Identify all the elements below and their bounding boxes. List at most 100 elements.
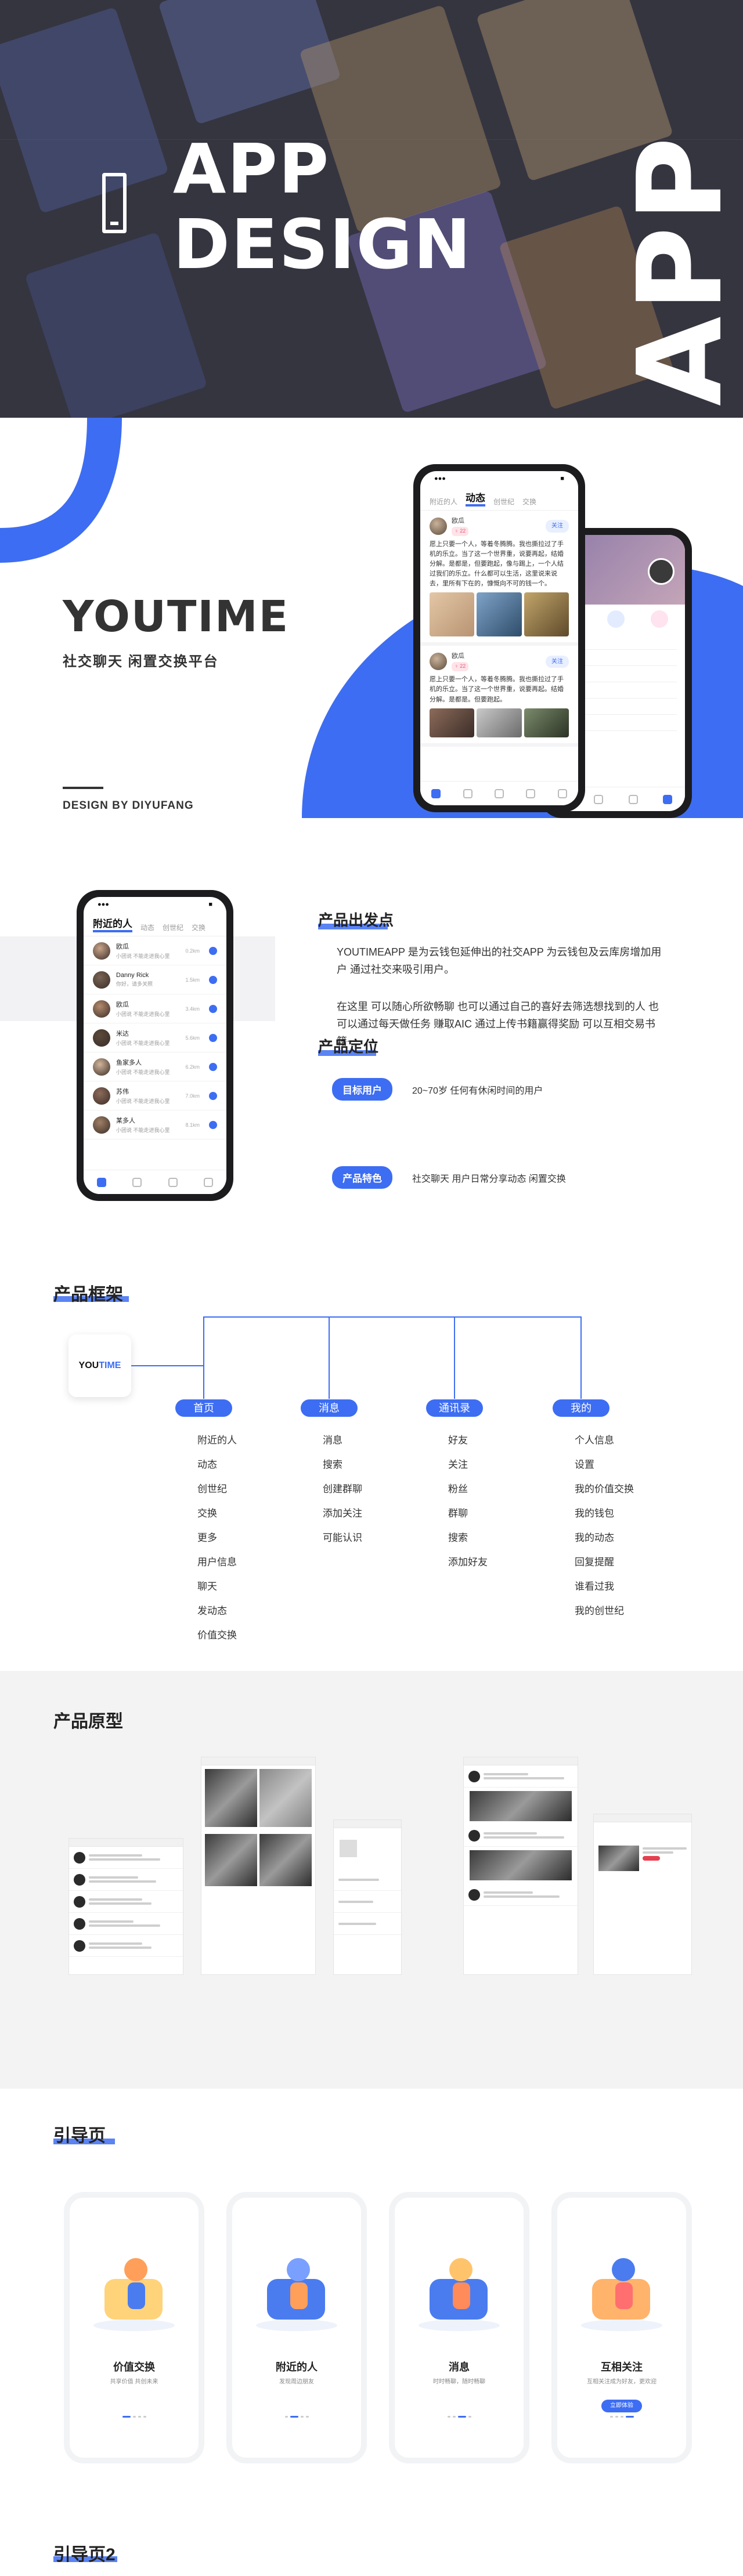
chat-icon[interactable] [209, 1120, 217, 1129]
page-dot[interactable] [290, 2416, 298, 2418]
start-button[interactable]: 立即体验 [601, 2400, 642, 2412]
list-item[interactable] [555, 634, 677, 650]
chat-icon[interactable] [209, 975, 217, 984]
message-icon[interactable] [463, 788, 473, 798]
moments-icon[interactable] [651, 610, 669, 628]
list-item[interactable] [555, 699, 677, 715]
contacts-icon[interactable] [628, 794, 638, 804]
tab-moments[interactable]: 动态 [140, 924, 155, 932]
post-image[interactable] [524, 592, 569, 637]
post-image[interactable] [430, 592, 475, 637]
wireframe-image[interactable] [259, 1834, 312, 1886]
wireframe-image[interactable] [470, 1791, 572, 1821]
home-icon[interactable] [431, 788, 441, 798]
profile-icon[interactable] [663, 794, 673, 804]
profile-icon[interactable] [204, 1177, 214, 1187]
chat-icon[interactable] [209, 1004, 217, 1013]
post-image[interactable] [477, 708, 522, 737]
page-dot[interactable] [132, 2416, 136, 2418]
chat-icon[interactable] [209, 1062, 217, 1071]
list-item[interactable] [69, 1935, 183, 1957]
avatar[interactable] [93, 1116, 110, 1134]
wireframe-image[interactable] [598, 1846, 639, 1871]
follow-button[interactable]: 关注 [546, 655, 569, 668]
avatar[interactable] [430, 653, 447, 671]
page-dot[interactable] [620, 2416, 623, 2418]
page-dot[interactable] [452, 2416, 456, 2418]
page-dot[interactable] [305, 2416, 309, 2418]
wireframe-image[interactable] [259, 1769, 312, 1827]
list-item[interactable] [334, 1869, 401, 1891]
message-icon[interactable] [594, 794, 604, 804]
contacts-icon[interactable] [526, 788, 536, 798]
tab-exchange[interactable]: 交换 [192, 924, 206, 932]
page-dot[interactable] [447, 2416, 450, 2418]
page-dot[interactable] [468, 2416, 471, 2418]
post-image[interactable] [430, 708, 475, 737]
contacts-icon[interactable] [168, 1177, 178, 1187]
list-item[interactable] [555, 682, 677, 699]
avatar[interactable] [648, 558, 675, 585]
follow-button[interactable]: 关注 [546, 520, 569, 533]
page-dot[interactable] [138, 2416, 141, 2418]
list-item[interactable] [334, 1913, 401, 1935]
tab-genesis[interactable]: 创世纪 [493, 498, 515, 506]
avatar[interactable] [93, 1058, 110, 1076]
avatar[interactable] [93, 1000, 110, 1018]
page-dot[interactable] [457, 2416, 466, 2418]
tree-category-node: 我的 [553, 1399, 609, 1417]
page-dot[interactable] [609, 2416, 613, 2418]
page-dot[interactable] [625, 2416, 634, 2418]
page-dot[interactable] [615, 2416, 618, 2418]
tab-moments[interactable]: 动态 [466, 490, 486, 506]
list-item[interactable] [555, 666, 677, 682]
heading-underline [53, 1296, 129, 1302]
wireframe-image[interactable] [205, 1769, 257, 1827]
post-image[interactable] [524, 708, 569, 737]
tab-nearby[interactable]: 附近的人 [430, 498, 458, 506]
avatar[interactable] [430, 518, 447, 536]
page-dot[interactable] [143, 2416, 146, 2418]
list-item[interactable] [555, 715, 677, 731]
avatar[interactable] [93, 942, 110, 960]
list-item[interactable] [69, 1847, 183, 1869]
avatar[interactable] [93, 971, 110, 989]
tab-exchange[interactable]: 交换 [522, 498, 537, 506]
tab-nearby[interactable]: 附近的人 [93, 916, 132, 932]
profile-icon[interactable] [557, 788, 567, 798]
home-icon[interactable] [96, 1177, 106, 1187]
exchange-icon[interactable] [607, 610, 625, 628]
page-dot[interactable] [300, 2416, 304, 2418]
chat-icon[interactable] [209, 1091, 217, 1100]
list-item[interactable] [334, 1891, 401, 1913]
list-item[interactable] [555, 650, 677, 666]
page-dot[interactable] [122, 2416, 131, 2418]
illustration-shape [287, 2258, 310, 2281]
wireframe-image[interactable] [205, 1834, 257, 1886]
avatar[interactable] [93, 1087, 110, 1105]
person-bio: 小团说 不能走进我心里 [116, 1011, 170, 1017]
wireframe-screen [68, 1838, 183, 1975]
chat-icon[interactable] [209, 1033, 217, 1042]
page-dot[interactable] [284, 2416, 288, 2418]
list-item[interactable] [69, 1913, 183, 1935]
chat-icon[interactable] [209, 946, 217, 955]
post-image[interactable] [477, 592, 522, 637]
add-icon[interactable] [494, 788, 504, 798]
list-item[interactable] [69, 1869, 183, 1891]
list-item[interactable] [69, 1891, 183, 1913]
message-icon[interactable] [132, 1177, 142, 1187]
avatar[interactable] [93, 1029, 110, 1047]
wireframe-image[interactable] [470, 1850, 572, 1880]
tab-genesis[interactable]: 创世纪 [163, 924, 184, 932]
tree-item: 消息 [323, 1435, 342, 1446]
